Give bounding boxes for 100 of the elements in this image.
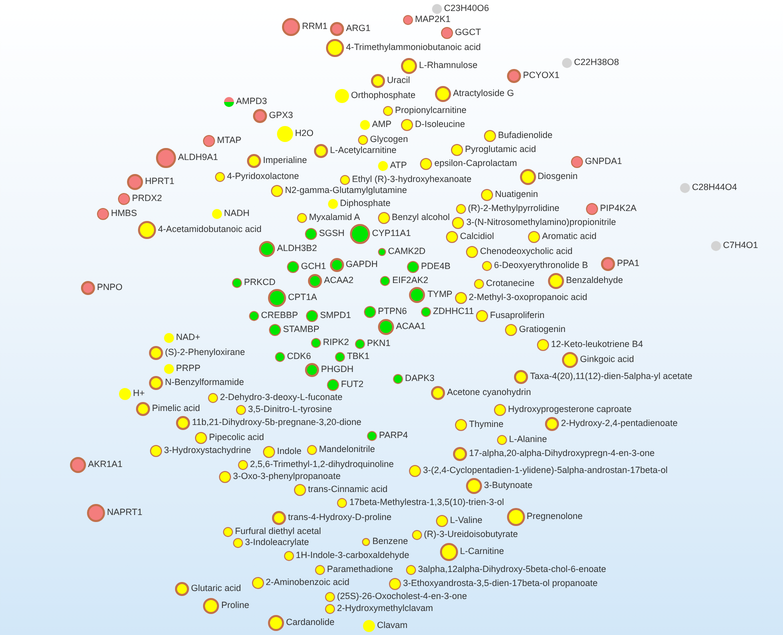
node-label: CDK6 bbox=[287, 351, 312, 362]
node-label: Pregnenolone bbox=[526, 511, 583, 522]
node-label: SMPD1 bbox=[320, 310, 352, 322]
node-label: 3-Butynoate bbox=[484, 480, 533, 491]
node-label: ALDH3B2 bbox=[277, 243, 318, 254]
node-label: PRDX2 bbox=[132, 193, 162, 204]
node-label: Fusaproliferin bbox=[490, 310, 545, 321]
node-label: GGCT bbox=[455, 26, 481, 38]
node-label: RRM1 bbox=[302, 21, 328, 32]
node-label: ACAA2 bbox=[324, 274, 354, 286]
node-label: Benzyl alcohol bbox=[392, 212, 450, 223]
node-label: L-Carnitine bbox=[460, 546, 504, 557]
node-label: Diphosphate bbox=[340, 198, 391, 209]
node-label: C23H40O6 bbox=[444, 3, 490, 14]
node-label: 17beta-Methylestra-1,3,5(10)-trien-3-ol bbox=[349, 496, 504, 508]
node-label: N2-gamma-Glutamylglutamine bbox=[285, 185, 408, 196]
node-label: 2,5,6-Trimethyl-1,2-dihydroquinoline bbox=[250, 458, 394, 470]
node-label: 3-Oxo-3-phenylpropanoate bbox=[233, 471, 341, 482]
node-label: Bufadienolide bbox=[498, 130, 553, 141]
node-label: Glycogen bbox=[370, 134, 408, 145]
node-label: Paramethadione bbox=[327, 564, 394, 575]
node-label: (25S)-26-Oxocholest-4-en-3-one bbox=[337, 590, 468, 602]
node-label: (S)-2-Phenyloxirane bbox=[165, 346, 246, 358]
node-label: 2-Hydroxymethylclavam bbox=[337, 603, 434, 614]
node-label: L-Alanine bbox=[509, 434, 548, 445]
node-label: H+ bbox=[133, 388, 145, 400]
node-label: HPRT1 bbox=[145, 176, 174, 187]
node-label: Thymine bbox=[469, 419, 504, 430]
node-label: 3-Ethoxyandrosta-3,5-dien-17beta-ol propanoate bbox=[403, 578, 598, 589]
node-label: RIPK2 bbox=[323, 337, 350, 348]
node-label: Cardanolide bbox=[286, 617, 335, 628]
node-label: CPT1A bbox=[288, 292, 318, 304]
node-label: 12-Keto-leukotriene B4 bbox=[551, 338, 644, 350]
node-label: Mandelonitrile bbox=[319, 444, 376, 456]
node-label: Furfural diethyl acetal bbox=[235, 526, 322, 538]
node-label: PTPN6 bbox=[378, 306, 407, 318]
node-label: PDE4B bbox=[421, 260, 451, 272]
node-label: ZDHHC11 bbox=[433, 306, 474, 318]
node-label: 1H-Indole-3-carboxaldehyde bbox=[296, 550, 410, 561]
node-label: Hydroxyprogesterone caproate bbox=[508, 404, 632, 415]
node-label: CAMK2D bbox=[388, 246, 426, 257]
node-label: Crotanecine bbox=[486, 278, 535, 289]
node-label: NAD+ bbox=[176, 332, 200, 344]
node-label: CYP11A1 bbox=[372, 228, 411, 239]
node-label: CREBBP bbox=[261, 310, 298, 322]
node-label: AKR1A1 bbox=[88, 459, 123, 470]
node-label: Ginkgoic acid bbox=[580, 354, 634, 365]
node-label: C7H4O1 bbox=[723, 240, 758, 251]
node-label: Clavam bbox=[377, 620, 408, 631]
node-label: 3,5-Dinitro-L-tyrosine bbox=[248, 404, 332, 416]
node-label: ALDH9A1 bbox=[178, 152, 218, 163]
node-label: AMP bbox=[372, 118, 392, 130]
node-label: DAPK3 bbox=[405, 373, 435, 384]
node-label: Pimelic acid bbox=[152, 402, 200, 414]
node-label: Atractyloside G bbox=[453, 88, 514, 99]
node-label: Nuatigenin bbox=[495, 188, 538, 200]
node-label: 2-Hydroxy-2,4-pentadienoate bbox=[561, 418, 678, 429]
node-label: Orthophosphate bbox=[351, 90, 416, 102]
node-label: HMBS bbox=[111, 208, 138, 219]
node-label: STAMBP bbox=[283, 324, 320, 335]
node-label: Aromatic acid bbox=[542, 231, 597, 242]
node-label: PNPO bbox=[97, 282, 123, 293]
node-label: 2-Aminobenzoic acid bbox=[266, 577, 350, 588]
node-label: Gratiogenin bbox=[519, 324, 566, 335]
node-label: Acetone cyanohydrin bbox=[447, 387, 532, 398]
node-label: Proline bbox=[221, 600, 250, 612]
node-label: Benzaldehyde bbox=[566, 275, 624, 286]
node-label: TYMP bbox=[427, 289, 452, 300]
node-label: PRPP bbox=[176, 362, 201, 374]
node-label: NAPRT1 bbox=[107, 507, 142, 518]
node-label: 3-(N-Nitrosomethylamino)propionitrile bbox=[466, 217, 616, 228]
node-label: (R)-3-Ureidoisobutyrate bbox=[424, 529, 518, 540]
node-label: FUT2 bbox=[341, 378, 364, 390]
node-label: 6-Deoxyerythronolide B bbox=[494, 260, 588, 272]
node-label: MAP2K1 bbox=[415, 14, 451, 26]
node-label: 3-(2,4-Cyclopentadien-1-ylidene)-5alpha-androstan-17beta-ol bbox=[423, 464, 668, 476]
node-label: PKN1 bbox=[367, 338, 391, 350]
node-label: 4-Pyridoxolactone bbox=[227, 170, 300, 182]
node-label: 3-Hydroxystachydrine bbox=[164, 445, 252, 456]
node-label: ARG1 bbox=[346, 23, 371, 34]
node-label: 4-Trimethylammoniobutanoic acid bbox=[346, 42, 481, 53]
node-label: 17-alpha,20-alpha-Dihydroxypregn-4-en-3-one bbox=[469, 448, 655, 460]
node-label: (R)-2-Methylpyrrolidine bbox=[468, 202, 560, 214]
node-label: Glutaric acid bbox=[191, 583, 242, 594]
node-label: ACAA1 bbox=[396, 321, 426, 332]
node-label: 3-Indoleacrylate bbox=[245, 537, 310, 548]
node-label: PRKCD bbox=[244, 277, 276, 288]
node-label: 3alpha,12alpha-Dihydroxy-5beta-chol-6-enoate bbox=[418, 564, 606, 575]
node-label: C22H38O8 bbox=[574, 57, 620, 68]
node-label: L-Acetylcarnitine bbox=[330, 144, 397, 156]
node-label: GCH1 bbox=[301, 260, 326, 272]
node-label: Calcidiol bbox=[460, 231, 494, 242]
node-label: MTAP bbox=[217, 134, 242, 146]
node-label: Pyroglutamic acid bbox=[465, 144, 536, 155]
node-label: ATP bbox=[390, 160, 407, 171]
node-label: D-Isoleucine bbox=[415, 119, 466, 130]
node-label: Diosgenin bbox=[538, 171, 578, 182]
node-label: PCYOX1 bbox=[523, 70, 560, 82]
node-label: 11b,21-Dihydroxy-5b-pregnane-3,20-dione bbox=[192, 417, 362, 428]
node-label: NADH bbox=[224, 208, 250, 219]
